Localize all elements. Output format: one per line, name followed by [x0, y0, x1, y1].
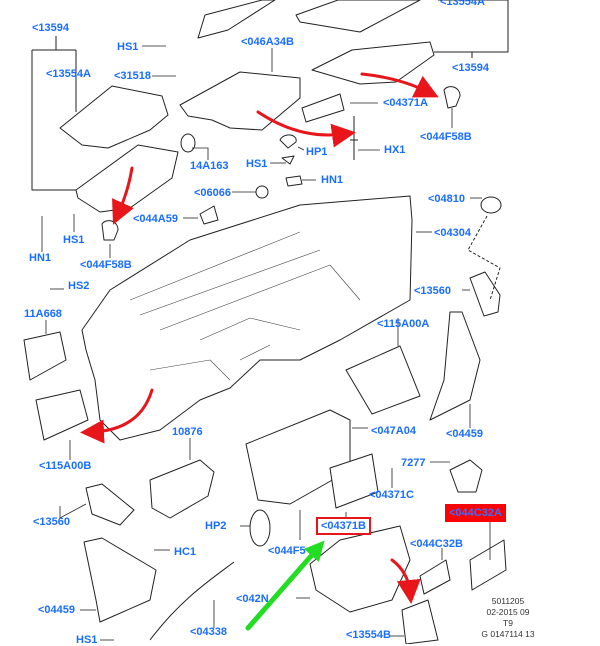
callout-hs2[interactable]: HS2 — [68, 280, 90, 292]
callout-044c32b[interactable]: <044C32B — [410, 538, 463, 550]
callout-13594-right[interactable]: <13594 — [452, 62, 490, 74]
callout-hc1[interactable]: HC1 — [174, 546, 197, 558]
callout-115a00a[interactable]: <115A00A — [377, 318, 430, 330]
callout-hx1[interactable]: HX1 — [384, 144, 406, 156]
dashboard-inner-detail — [129, 231, 361, 381]
cup-04810 — [480, 196, 502, 214]
footer-date: 02-2015 09 — [486, 607, 530, 617]
callout-044a59[interactable]: <044A59 — [133, 213, 178, 225]
callout-047a04[interactable]: <047A04 — [371, 425, 416, 437]
callout-13594-left[interactable]: <13594 — [32, 22, 70, 34]
trim-04459-left — [83, 537, 157, 623]
callout-7277[interactable]: 7277 — [401, 457, 426, 469]
cover-7277 — [449, 459, 483, 493]
red-arrow-console — [390, 558, 421, 604]
plate-044c32a — [469, 539, 507, 591]
trim-04459-right — [429, 311, 481, 421]
leader-bracket-13594-right — [434, 0, 509, 58]
callout-04371a[interactable]: <04371A — [383, 97, 428, 109]
callout-044f5x[interactable]: <044F5 — [268, 545, 306, 557]
cover-04371c — [329, 453, 379, 509]
pocket-13554b — [401, 599, 439, 644]
callout-042n[interactable]: <042N — [236, 593, 269, 605]
footer-graphic-id: G 0147114 13 — [481, 629, 535, 639]
green-pointer-arrow — [245, 540, 325, 631]
callout-hs1-top[interactable]: HS1 — [117, 41, 139, 53]
main-dashboard — [81, 195, 413, 441]
hs1-screw-mid — [281, 155, 295, 165]
glovebox-tray-part — [75, 144, 179, 213]
callout-044c32a-highlighted[interactable]: <044C32A — [445, 504, 506, 522]
callout-13560-right[interactable]: <13560 — [414, 285, 452, 297]
callout-13554b[interactable]: <13554B — [346, 629, 391, 641]
pocket-115a00b — [35, 389, 89, 441]
plug-hp2 — [249, 509, 271, 547]
callout-hs1-left[interactable]: HS1 — [63, 234, 85, 246]
sensor-06066 — [255, 185, 269, 199]
cluster-10876 — [149, 459, 215, 519]
callout-04459-left[interactable]: <04459 — [38, 604, 76, 616]
callout-04338[interactable]: <04338 — [190, 626, 228, 638]
glovebox-lid-part — [59, 85, 169, 149]
callout-hs1-bottom[interactable]: HS1 — [76, 634, 98, 646]
footer-model: T9 — [503, 618, 513, 628]
cup-holder-13560-left — [85, 483, 135, 526]
callout-13554a-top[interactable]: <13554A — [440, 0, 485, 8]
callout-04810[interactable]: <04810 — [428, 193, 466, 205]
cup-holder-13560-right — [469, 271, 501, 317]
diagram-footer: 5011205 02-2015 09 T9 G 0147114 13 — [468, 596, 548, 640]
console-042n — [309, 525, 411, 613]
callout-115a00b[interactable]: <115A00B — [39, 460, 92, 472]
callout-04459-right[interactable]: <04459 — [446, 428, 484, 440]
callout-hn1-left[interactable]: HN1 — [29, 252, 52, 264]
callout-hp1[interactable]: HP1 — [306, 146, 328, 158]
leader-dashed — [467, 215, 501, 301]
grommet-14a163 — [180, 133, 196, 153]
callout-04304[interactable]: <04304 — [434, 227, 472, 239]
callout-044f58b-top[interactable]: <044F58B — [420, 131, 472, 143]
clip-044f58b-top — [443, 86, 461, 109]
callout-046a34b[interactable]: <046A34B — [241, 36, 294, 48]
hp1-plug — [279, 134, 297, 149]
callout-hp2[interactable]: HP2 — [205, 520, 227, 532]
bracket-044c32b — [419, 559, 451, 595]
glovebox-door-13554a — [311, 41, 435, 85]
red-arrow-vent — [256, 110, 356, 148]
cover-04371a — [301, 93, 345, 123]
vent-panel-046a34b — [179, 71, 301, 131]
callout-13560-left[interactable]: <13560 — [33, 516, 71, 528]
bracket-044a59 — [199, 205, 219, 225]
callout-14a163[interactable]: 14A163 — [190, 160, 229, 172]
red-arrow-left — [80, 388, 154, 444]
callout-10876[interactable]: 10876 — [172, 426, 203, 438]
pocket-115a00a — [345, 345, 421, 415]
trim-04338 — [149, 561, 235, 641]
callout-13554a-left[interactable]: <13554A — [46, 68, 91, 80]
clip-044f58b-left — [101, 220, 119, 241]
red-arrow-topright — [360, 72, 439, 98]
upper-top-panel-right — [295, 0, 421, 33]
callout-hn1-mid[interactable]: HN1 — [321, 174, 344, 186]
footer-ref-number: 5011205 — [491, 596, 525, 606]
red-arrow-glovebox — [112, 166, 134, 225]
hx1-bolt — [350, 116, 358, 160]
callout-hs1-mid[interactable]: HS1 — [246, 158, 268, 170]
callout-31518[interactable]: <31518 — [114, 70, 152, 82]
leader-bracket-13594-left — [31, 36, 77, 191]
bezel-11a668 — [23, 331, 67, 381]
callout-044f58b-left[interactable]: <044F58B — [80, 259, 132, 271]
callout-04371c[interactable]: <04371C — [369, 489, 414, 501]
callout-06066[interactable]: <06066 — [194, 187, 232, 199]
callout-11a668[interactable]: 11A668 — [24, 308, 62, 320]
hn1-nut — [285, 175, 303, 187]
upper-top-panel-left — [197, 0, 276, 39]
callout-04371b-highlighted[interactable]: <04371B — [316, 517, 371, 535]
